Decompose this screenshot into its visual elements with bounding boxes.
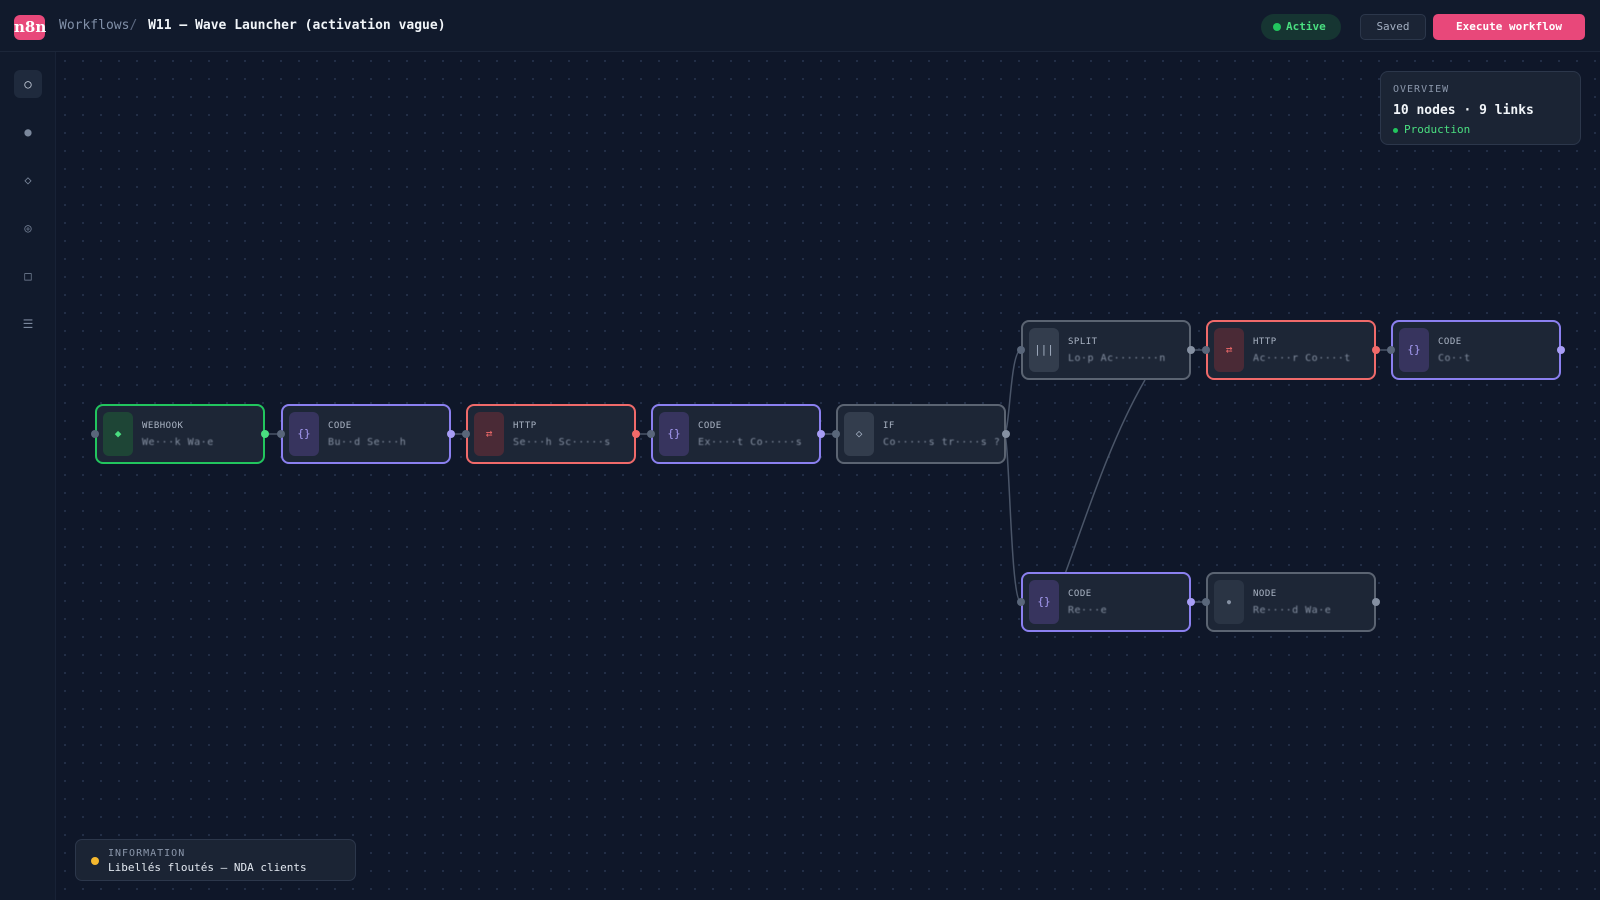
overview-panel: OVERVIEW 10 nodes · 9 links Production (1380, 71, 1581, 145)
active-status-dot-icon (1273, 23, 1281, 31)
sidebar-item-menu[interactable]: ☰ (22, 317, 34, 331)
sidebar-item-settings[interactable]: ◎ (24, 221, 32, 235)
warning-dot-icon (91, 857, 99, 865)
code-icon: {} (289, 412, 319, 456)
node-label: Re····d Wa·e (1253, 605, 1332, 616)
node-contacts-filter[interactable]: ◇ IF Co·····s tr····s ? (832, 404, 1010, 464)
input-port[interactable] (277, 430, 285, 438)
output-port[interactable] (1372, 346, 1380, 354)
node-type: HTTP (1253, 337, 1277, 347)
node-loop[interactable]: ||| SPLIT Lo·p Ac·······n (1017, 320, 1195, 380)
input-port[interactable] (462, 430, 470, 438)
node-type: HTTP (513, 421, 537, 431)
workflow-canvas[interactable] (56, 52, 1600, 900)
input-port[interactable] (1202, 346, 1210, 354)
node-type: CODE (328, 421, 352, 431)
info-message: Libellés floutés — NDA clients (108, 861, 307, 874)
input-port[interactable] (1017, 598, 1025, 606)
top-bar: n8n Workflows/ W11 — Wave Launcher (acti… (0, 0, 1600, 52)
output-port[interactable] (1557, 346, 1565, 354)
node-dot-icon: ● (1214, 580, 1244, 624)
n8n-logo[interactable]: n8n (14, 15, 46, 40)
output-port[interactable] (1372, 598, 1380, 606)
environment-label: Production (1404, 123, 1471, 136)
output-port[interactable] (447, 430, 455, 438)
workflow-title[interactable]: W11 — Wave Launcher (activation vague) (148, 18, 446, 33)
output-port[interactable] (817, 430, 825, 438)
sidebar-item-home[interactable]: ○ (14, 70, 42, 98)
node-access-contact[interactable]: ⇄ HTTP Ac····r Co····t (1202, 320, 1380, 380)
if-diamond-icon: ◇ (844, 412, 874, 456)
input-port[interactable] (1387, 346, 1395, 354)
input-port[interactable] (91, 430, 99, 438)
node-type: NODE (1253, 589, 1277, 599)
split-icon: ||| (1029, 328, 1059, 372)
input-port[interactable] (832, 430, 840, 438)
node-label: Co··t (1438, 353, 1471, 364)
node-webhook[interactable]: ◆ WEBHOOK We···k Wa·e (91, 404, 269, 464)
environment-dot-icon (1393, 127, 1398, 133)
sidebar: ○ ● ◇ ◎ □ ☰ (0, 52, 56, 900)
input-port[interactable] (1202, 598, 1210, 606)
output-port[interactable] (1002, 430, 1010, 438)
webhook-icon: ◆ (103, 412, 133, 456)
execute-workflow-button[interactable]: Execute workflow (1433, 14, 1585, 40)
node-label: Se···h Sc·····s (513, 437, 611, 448)
node-type: CODE (698, 421, 722, 431)
node-type: CODE (1438, 337, 1462, 347)
http-icon: ⇄ (1214, 328, 1244, 372)
node-label: We···k Wa·e (142, 437, 214, 448)
input-port[interactable] (1017, 346, 1025, 354)
info-heading: INFORMATION (108, 848, 186, 859)
sidebar-item-credentials[interactable]: ◇ (24, 173, 32, 187)
output-port[interactable] (1187, 346, 1195, 354)
node-type: WEBHOOK (142, 421, 184, 431)
sidebar-item-executions[interactable]: ● (24, 125, 32, 139)
node-extract-contacts[interactable]: {} CODE Ex····t Co·····s (647, 404, 825, 464)
node-type: IF (883, 421, 895, 431)
node-type: CODE (1068, 589, 1092, 599)
output-port[interactable] (261, 430, 269, 438)
overview-stats: 10 nodes · 9 links (1393, 103, 1534, 118)
node-label: Ac····r Co····t (1253, 353, 1351, 364)
node-label: Re···e (1068, 605, 1108, 616)
active-toggle[interactable]: Active (1261, 14, 1341, 40)
code-icon: {} (659, 412, 689, 456)
node-label: Ex····t Co·····s (698, 437, 803, 448)
node-label: Lo·p Ac·······n (1068, 353, 1166, 364)
node-record-wave[interactable]: ● NODE Re····d Wa·e (1202, 572, 1380, 632)
output-port[interactable] (1187, 598, 1195, 606)
breadcrumb-workflows-link[interactable]: Workflows (59, 18, 130, 33)
node-count[interactable]: {} CODE Co··t (1387, 320, 1565, 380)
node-label: Co·····s tr····s ? (883, 437, 1001, 448)
breadcrumb-separator: / (129, 18, 138, 33)
sidebar-item-templates[interactable]: □ (24, 269, 32, 283)
http-icon: ⇄ (474, 412, 504, 456)
breadcrumb: Workflows/ W11 — Wave Launcher (activati… (59, 18, 446, 33)
node-resume[interactable]: {} CODE Re···e (1017, 572, 1195, 632)
node-label: Bu··d Se···h (328, 437, 407, 448)
output-port[interactable] (632, 430, 640, 438)
input-port[interactable] (647, 430, 655, 438)
code-icon: {} (1029, 580, 1059, 624)
saved-button[interactable]: Saved (1360, 14, 1426, 40)
node-search-scripts[interactable]: ⇄ HTTP Se···h Sc·····s (462, 404, 640, 464)
info-banner: INFORMATION Libellés floutés — NDA clien… (75, 839, 356, 881)
overview-heading: OVERVIEW (1393, 84, 1450, 95)
environment-badge: Production (1393, 123, 1470, 136)
node-build-search[interactable]: {} CODE Bu··d Se···h (277, 404, 455, 464)
active-status-label: Active (1286, 20, 1326, 33)
node-type: SPLIT (1068, 337, 1098, 347)
code-icon: {} (1399, 328, 1429, 372)
